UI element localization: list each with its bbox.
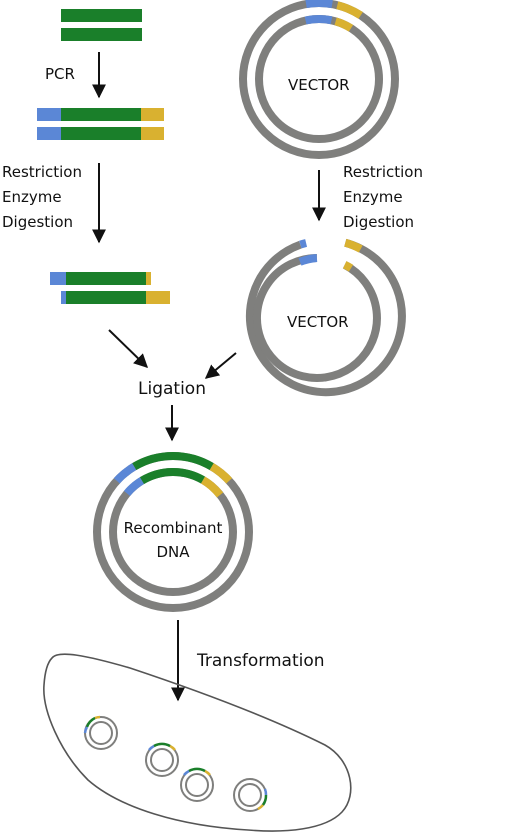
vector-site-right-inner bbox=[334, 17, 354, 32]
pcr-product bbox=[37, 108, 164, 140]
cut-vector bbox=[245, 238, 406, 397]
recombinant-site-right-outer bbox=[209, 463, 233, 484]
recombinant-line: DNA bbox=[156, 543, 190, 561]
cut-vector-site-right-outer bbox=[344, 238, 363, 253]
restriction-right-label: Restriction Enzyme Digestion bbox=[343, 160, 423, 235]
vector-label-cut: VECTOR bbox=[287, 313, 349, 331]
restriction-left-label: Restriction Enzyme Digestion bbox=[2, 160, 82, 235]
cut-vector-inner-ring bbox=[253, 254, 381, 382]
vector-site-right-outer bbox=[336, 1, 363, 19]
pcr-site-left-top bbox=[37, 108, 61, 121]
arrow-ligation-right bbox=[204, 352, 237, 379]
recombinant-line: Recombinant bbox=[123, 519, 223, 537]
insert-dna bbox=[61, 9, 142, 41]
restriction-right-line: Enzyme bbox=[343, 188, 403, 206]
digested-site-right-bottom bbox=[146, 291, 170, 304]
restriction-left-line: Digestion bbox=[2, 213, 74, 231]
cut-vector-site-left-inner bbox=[298, 254, 318, 266]
cut-vector-site-left-outer bbox=[299, 239, 308, 249]
pcr-dna-top bbox=[61, 108, 141, 121]
insert-strand-top bbox=[61, 9, 142, 22]
mini-plasmid bbox=[83, 715, 118, 750]
digested-site-right-top bbox=[146, 272, 151, 285]
cut-vector-site-right-inner bbox=[342, 261, 354, 272]
pcr-label: PCR bbox=[45, 65, 75, 83]
pcr-site-left-bottom bbox=[37, 127, 61, 140]
restriction-right-line: Digestion bbox=[343, 213, 415, 231]
vector-site-left-outer bbox=[305, 0, 333, 9]
digested-insert bbox=[50, 272, 170, 304]
transformation-label: Transformation bbox=[197, 651, 325, 671]
recombinant-site-left-outer bbox=[113, 463, 137, 484]
digested-dna-bottom bbox=[66, 291, 146, 304]
recombinant-dna-outer bbox=[132, 452, 214, 471]
insert-strand-bottom bbox=[61, 28, 142, 41]
vector-site-left-inner bbox=[304, 15, 333, 25]
digested-dna-top bbox=[66, 272, 146, 285]
digested-site-left-bottom bbox=[61, 291, 66, 304]
digested-site-left-top bbox=[50, 272, 66, 285]
restriction-left-line: Restriction bbox=[2, 163, 82, 181]
recombinant-plasmid bbox=[93, 452, 253, 612]
recombinant-site-right-inner bbox=[200, 476, 224, 498]
pcr-site-right-top bbox=[141, 108, 164, 121]
cut-vector-outer-ring bbox=[245, 238, 406, 397]
mini-plasmid bbox=[233, 778, 268, 812]
restriction-right-line: Restriction bbox=[343, 163, 423, 181]
vector-label-top: VECTOR bbox=[288, 76, 350, 94]
mini-plasmid bbox=[145, 742, 179, 777]
pcr-site-right-bottom bbox=[141, 127, 164, 140]
recombinant-site-left-inner bbox=[123, 477, 145, 497]
pcr-dna-bottom bbox=[61, 127, 141, 140]
ligation-label: Ligation bbox=[138, 379, 206, 399]
mini-plasmid bbox=[180, 767, 214, 802]
recombinant-dna-inner bbox=[139, 467, 205, 485]
bacterial-cell bbox=[43, 653, 352, 832]
restriction-left-line: Enzyme bbox=[2, 188, 62, 206]
recombinant-label: Recombinant DNA bbox=[118, 516, 228, 564]
vector-plasmid bbox=[239, 0, 399, 159]
arrow-ligation-left bbox=[108, 329, 149, 368]
